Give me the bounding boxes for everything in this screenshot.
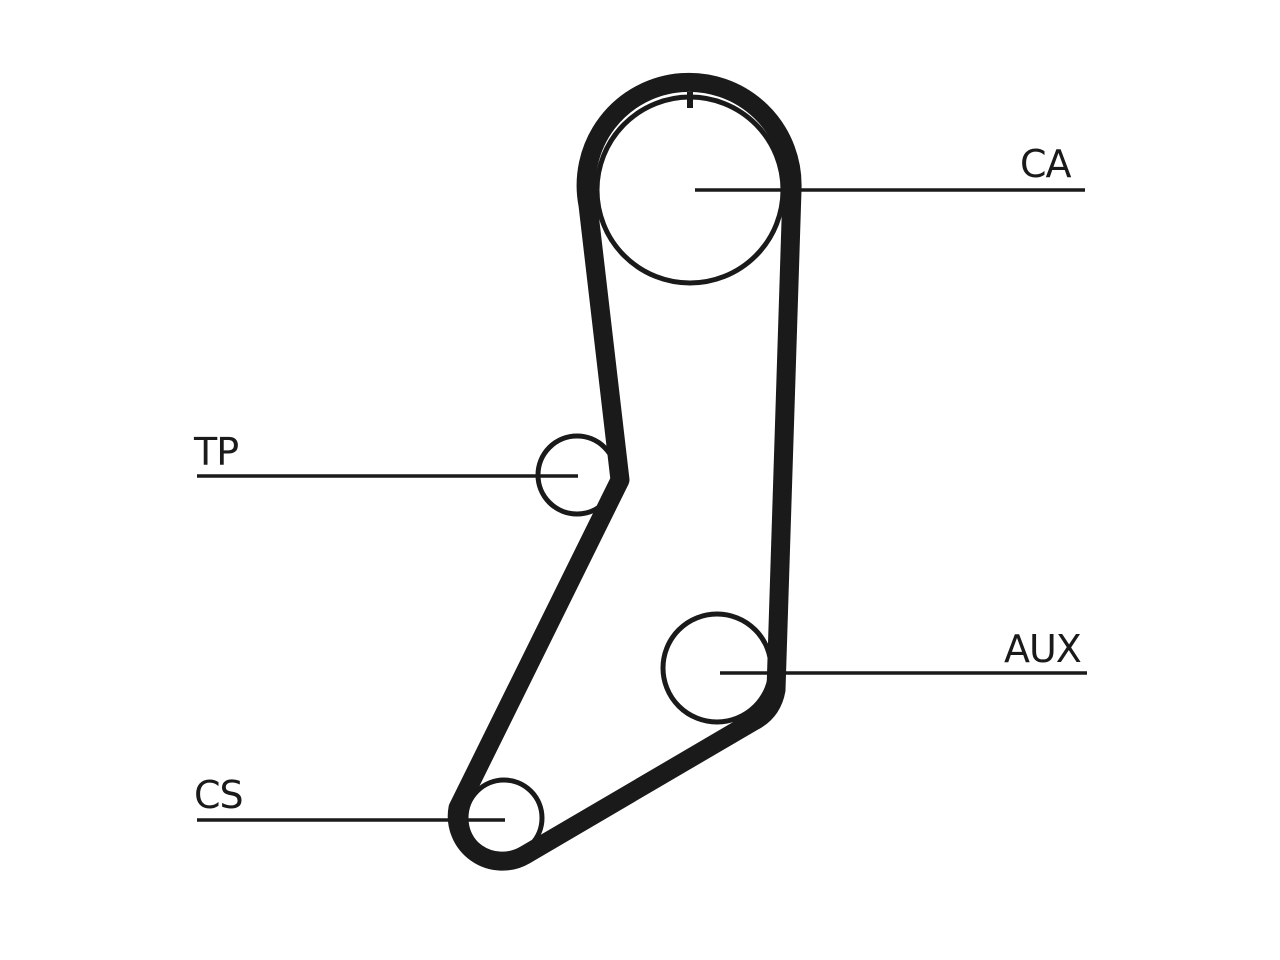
auxiliary-label: AUX (1004, 627, 1081, 671)
camshaft-label: CA (1020, 142, 1072, 186)
crankshaft-label: CS (194, 773, 243, 817)
timing-belt (447, 72, 802, 871)
camshaft-timing-mark (687, 92, 693, 108)
auxiliary-pulley (660, 611, 774, 725)
tensioner-label: TP (193, 430, 238, 474)
crankshaft-pulley (463, 777, 545, 859)
